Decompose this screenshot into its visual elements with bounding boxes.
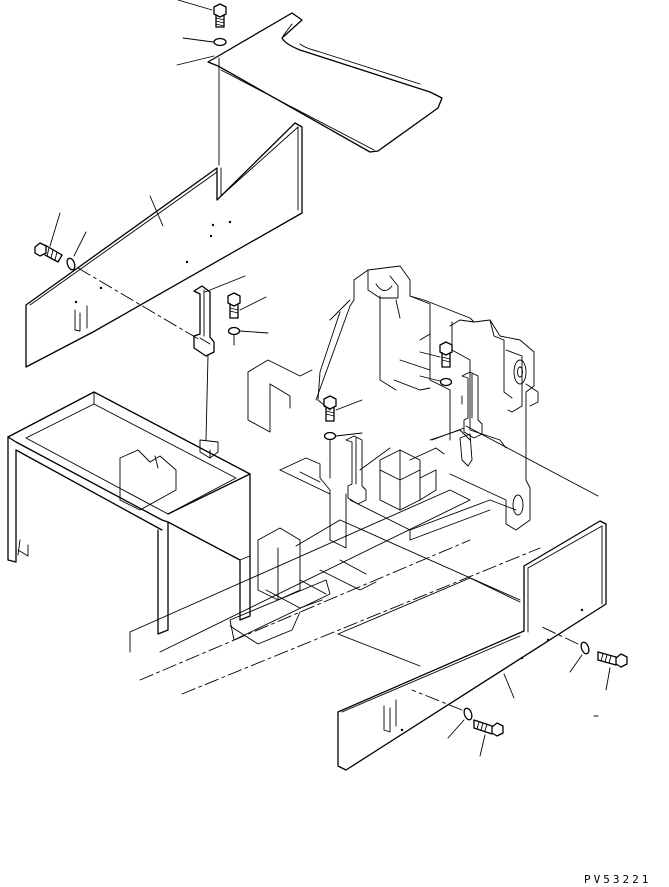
leader-line bbox=[239, 330, 269, 334]
assembly-line bbox=[411, 689, 463, 711]
leader-line bbox=[239, 296, 267, 311]
drawing-code: PV53221 bbox=[584, 873, 652, 886]
leader-line bbox=[176, 55, 215, 66]
leader-line bbox=[149, 195, 164, 227]
assembly-line bbox=[77, 267, 201, 341]
leader-line bbox=[335, 432, 363, 437]
leader-line bbox=[503, 673, 515, 699]
leader-line bbox=[419, 375, 441, 382]
leader-line bbox=[73, 231, 87, 257]
right-washer bbox=[580, 641, 590, 655]
right-bracket bbox=[459, 371, 483, 467]
top-washer bbox=[213, 37, 227, 47]
assembly-line bbox=[539, 625, 579, 645]
lower-bolt bbox=[473, 719, 504, 737]
center-frame bbox=[129, 359, 541, 695]
lower-washer bbox=[463, 707, 473, 721]
center-washer bbox=[323, 431, 337, 441]
leader-line bbox=[569, 654, 583, 673]
bracket-washer bbox=[227, 326, 241, 336]
leader-line bbox=[335, 399, 363, 411]
leader-line bbox=[204, 275, 246, 293]
left-bracket bbox=[193, 285, 215, 357]
right-top-washer bbox=[439, 377, 453, 387]
leader-line bbox=[431, 427, 465, 441]
leader-line bbox=[447, 719, 465, 739]
assembly-line bbox=[465, 425, 599, 497]
hinge-tower bbox=[315, 265, 539, 531]
assembly-line bbox=[205, 355, 209, 441]
top-bolt bbox=[213, 3, 227, 28]
rear-frame bbox=[7, 391, 251, 635]
upper-cover-plate bbox=[207, 12, 443, 153]
right-side-cover bbox=[337, 520, 607, 771]
center-bracket bbox=[345, 435, 367, 505]
leader-line bbox=[182, 37, 214, 43]
center-bolt bbox=[323, 395, 337, 422]
leader-line bbox=[177, 0, 213, 11]
right-bolt bbox=[597, 651, 628, 668]
left-bolt bbox=[34, 242, 63, 263]
frame-block bbox=[119, 449, 177, 511]
right-top-bolt bbox=[439, 341, 453, 368]
leader-line bbox=[605, 667, 611, 691]
bracket-bolt bbox=[227, 292, 241, 319]
left-washer bbox=[66, 257, 76, 271]
left-side-cover bbox=[25, 122, 303, 368]
leader-line bbox=[49, 212, 61, 247]
leader-line bbox=[359, 447, 391, 471]
leader-line bbox=[419, 351, 441, 358]
floor-projection bbox=[337, 577, 521, 667]
leader-line bbox=[479, 734, 486, 757]
